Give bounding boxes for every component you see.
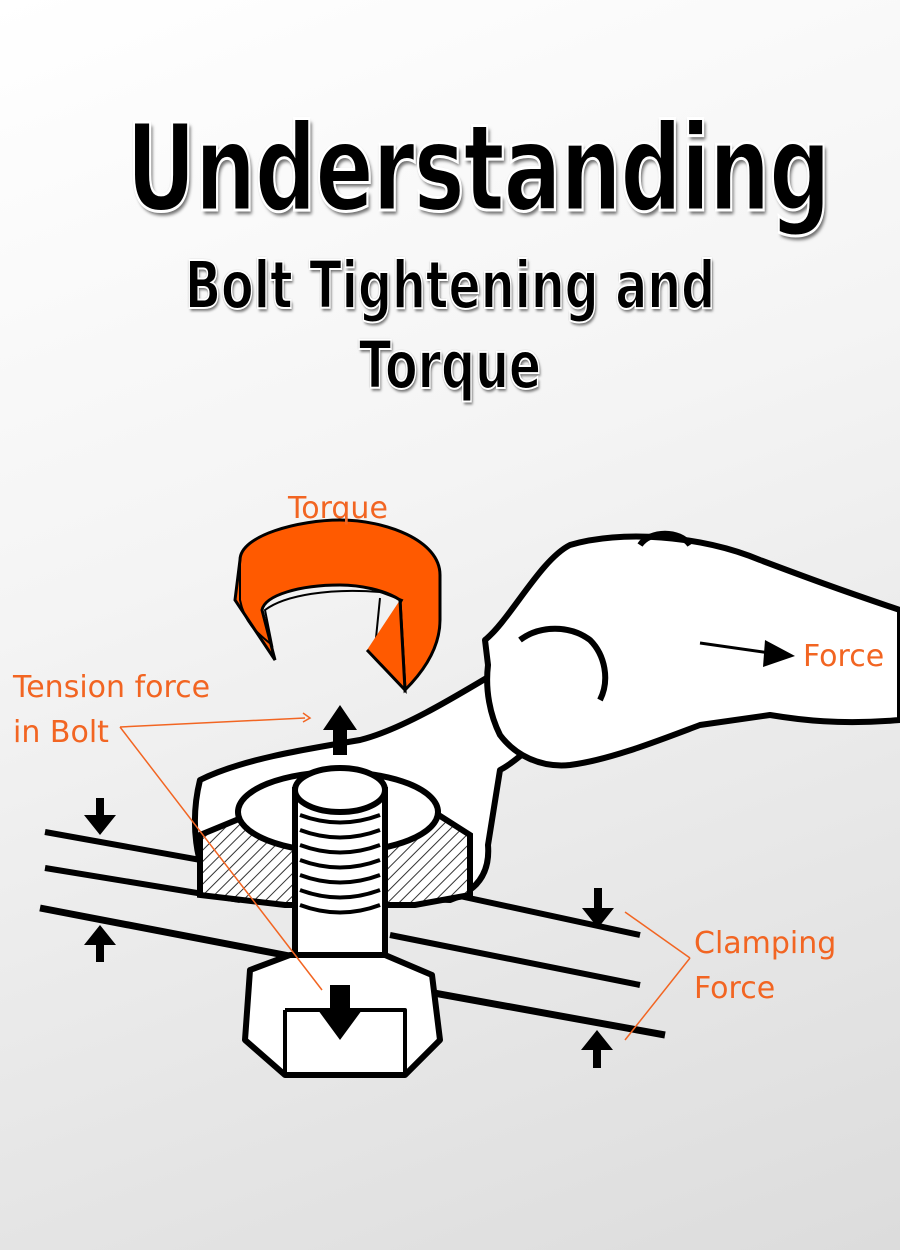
tension-label-line1: Tension force: [13, 670, 211, 705]
clamping-label-line2: Force: [694, 971, 776, 1006]
page-subtitle: Bolt Tightening and Torque: [184, 246, 716, 405]
clamp-arrow-top-left-icon: [84, 798, 116, 835]
clamp-arrow-top-right-icon: [582, 888, 614, 928]
title-block: Understanding Bolt Tightening and Torque: [0, 99, 900, 406]
tension-down-arrow-icon: [318, 985, 362, 1040]
clamp-arrow-bottom-left-icon: [84, 925, 116, 962]
clamping-label-line1: Clamping: [694, 926, 837, 961]
torque-label: Torque: [288, 491, 388, 526]
force-label: Force: [803, 639, 885, 674]
clamp-arrow-bottom-right-icon: [581, 1030, 613, 1068]
page-title: Understanding: [125, 99, 832, 241]
torque-arrow-icon: [233, 518, 442, 694]
force-arrow-icon: [699, 640, 795, 667]
tension-label-line2: in Bolt: [13, 715, 109, 750]
tension-up-arrow-icon: [323, 705, 357, 755]
leader-lines: [119, 712, 691, 1041]
